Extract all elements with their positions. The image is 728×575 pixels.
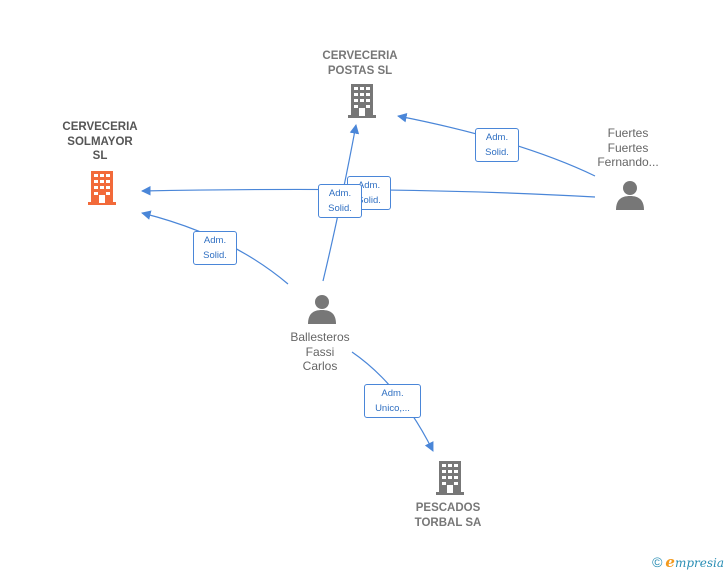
node-label-cerveceria-solmayor[interactable]: CERVECERIA SOLMAYOR SL	[62, 121, 138, 162]
building-icon[interactable]	[434, 461, 466, 495]
footer-brand: © empresia	[652, 553, 724, 571]
person-icon[interactable]	[307, 294, 337, 324]
edge-label-fuertes-postas[interactable]: Adm. Solid.	[475, 128, 519, 162]
copyright-icon: ©	[652, 554, 663, 570]
node-label-ballesteros-carlos[interactable]: Ballesteros Fassi Carlos	[290, 330, 350, 373]
brand-logo[interactable]: empresia	[665, 553, 724, 571]
building-icon[interactable]	[86, 171, 118, 205]
node-label-pescados-torbal[interactable]: PESCADOS TORBAL SA	[414, 502, 482, 529]
person-icon[interactable]	[615, 180, 645, 210]
building-icon[interactable]	[346, 84, 378, 118]
edge-label-ballesteros-postas[interactable]: Adm. Solid.	[318, 184, 362, 218]
edge-label-ballesteros-solmayor[interactable]: Adm. Solid.	[193, 231, 237, 265]
edge-label-ballesteros-pescados[interactable]: Adm. Unico,...	[364, 384, 421, 418]
node-label-cerveceria-postas[interactable]: CERVECERIA POSTAS SL	[322, 50, 398, 77]
node-label-fuertes-fernando[interactable]: Fuertes Fuertes Fernando...	[597, 126, 659, 169]
